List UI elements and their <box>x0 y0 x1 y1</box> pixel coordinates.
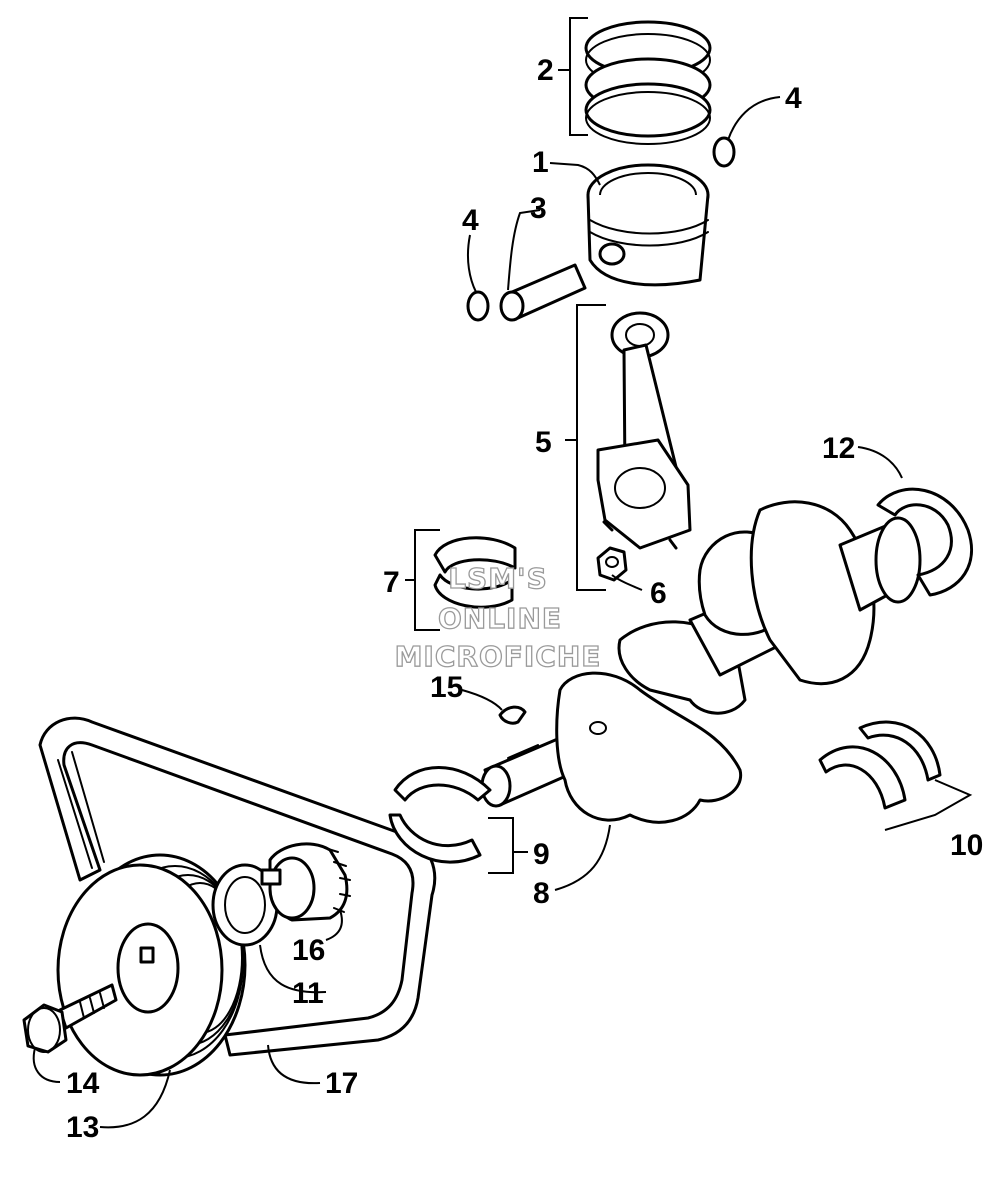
callout-12: 12 <box>822 432 855 465</box>
rod-nut[interactable] <box>596 546 628 582</box>
piston-rings[interactable] <box>584 20 712 145</box>
callout-3: 3 <box>530 192 547 225</box>
crankshaft-pulley[interactable] <box>56 853 247 1077</box>
piston-pin-clips[interactable] <box>466 136 736 322</box>
leader-lines <box>32 17 973 1129</box>
woodruff-key[interactable] <box>498 705 527 725</box>
watermark-line-3: MICROFICHE <box>395 640 602 673</box>
callout-numbers: 1 2 3 4 4 5 6 7 8 9 10 11 12 13 14 15 16… <box>66 54 983 1144</box>
watermark-line-2: ONLINE <box>438 602 562 635</box>
connecting-rod[interactable] <box>596 311 692 550</box>
timing-gear[interactable] <box>260 842 351 922</box>
main-bearing-halves[interactable] <box>818 720 942 810</box>
watermark: LSM'S ONLINE MICROFICHE <box>394 561 602 673</box>
callout-4-lower: 4 <box>462 204 479 237</box>
crank-bearing-halves[interactable] <box>388 766 492 864</box>
callout-17: 17 <box>325 1067 358 1100</box>
callout-10: 10 <box>950 829 983 862</box>
piston-pin[interactable] <box>499 263 587 322</box>
watermark-line-1: LSM'S <box>448 562 548 595</box>
callout-2: 2 <box>537 54 554 87</box>
callout-13: 13 <box>66 1111 99 1144</box>
crankshaft[interactable] <box>480 500 922 824</box>
callout-8: 8 <box>533 877 550 910</box>
pulley-bolt[interactable] <box>22 983 118 1054</box>
callout-5: 5 <box>535 426 552 459</box>
callout-14: 14 <box>66 1067 100 1100</box>
callout-4-upper: 4 <box>785 82 802 115</box>
callout-7: 7 <box>383 566 400 599</box>
piston[interactable] <box>586 163 710 287</box>
callout-15: 15 <box>430 671 463 704</box>
callout-11: 11 <box>292 977 324 1010</box>
connecting-rod-bearing[interactable] <box>433 536 517 609</box>
callout-1: 1 <box>532 146 549 179</box>
callout-6: 6 <box>650 577 667 610</box>
thrust-washer[interactable] <box>876 487 974 597</box>
callout-16: 16 <box>292 934 325 967</box>
callout-9: 9 <box>533 838 550 871</box>
